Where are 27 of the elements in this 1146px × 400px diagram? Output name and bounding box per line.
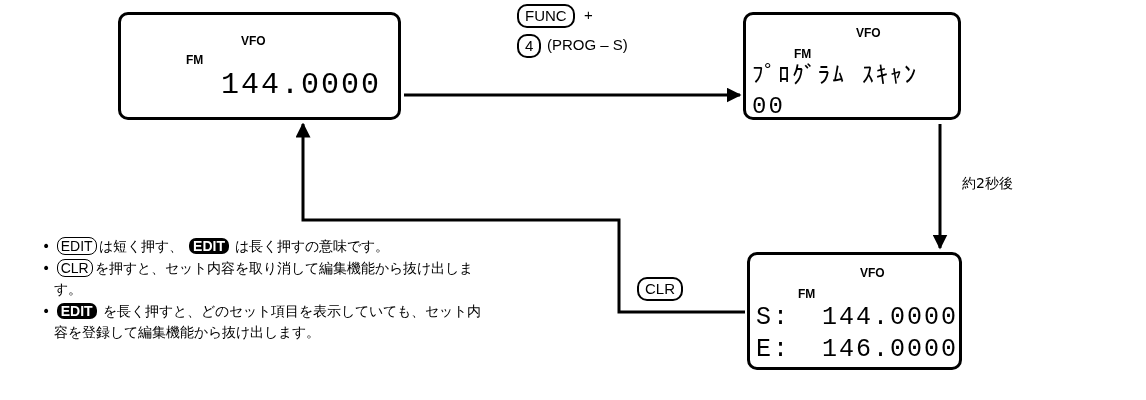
key-caption: (PROG – S) <box>547 36 628 53</box>
key-label: CLR <box>637 277 683 301</box>
mode-indicator: VFO <box>241 35 266 47</box>
lcd-readout: 144.0000 <box>221 70 382 100</box>
key-label: FUNC <box>517 4 575 28</box>
mode-indicator: VFO <box>860 267 885 279</box>
arrow <box>932 124 948 250</box>
mode-indicator: VFO <box>856 27 881 39</box>
arrow <box>404 87 742 103</box>
mode-indicator: FM <box>798 288 816 300</box>
key-caption: + <box>584 6 593 23</box>
mode-indicator: FM <box>186 54 204 66</box>
mode-indicator: FM <box>794 48 812 60</box>
lcd-readout: 146.0000 <box>822 337 959 362</box>
lcd-readout: E: <box>756 337 790 362</box>
edge-label: 約2秒後 <box>962 175 1013 193</box>
lcd-display-box <box>118 12 401 120</box>
lcd-display-box <box>747 252 962 370</box>
bullet-note: • EDITは短く押す、 EDIT は長く押すの意味です。 <box>42 236 391 257</box>
lcd-readout: 144.0000 <box>822 305 959 330</box>
lcd-readout: S: <box>756 305 790 330</box>
bullet-note: • EDIT を長く押すと、どのセット項目を表示していても、セット内容を登録して編集機能から抜け出します。 <box>42 302 483 342</box>
lcd-readout: ﾌﾟﾛｸﾞﾗﾑ ｽｷｬﾝ <box>752 65 919 89</box>
lcd-display-box <box>743 12 961 120</box>
key-label: 4 <box>517 34 542 58</box>
arrow <box>295 122 745 314</box>
lcd-readout: 00 <box>752 95 785 119</box>
